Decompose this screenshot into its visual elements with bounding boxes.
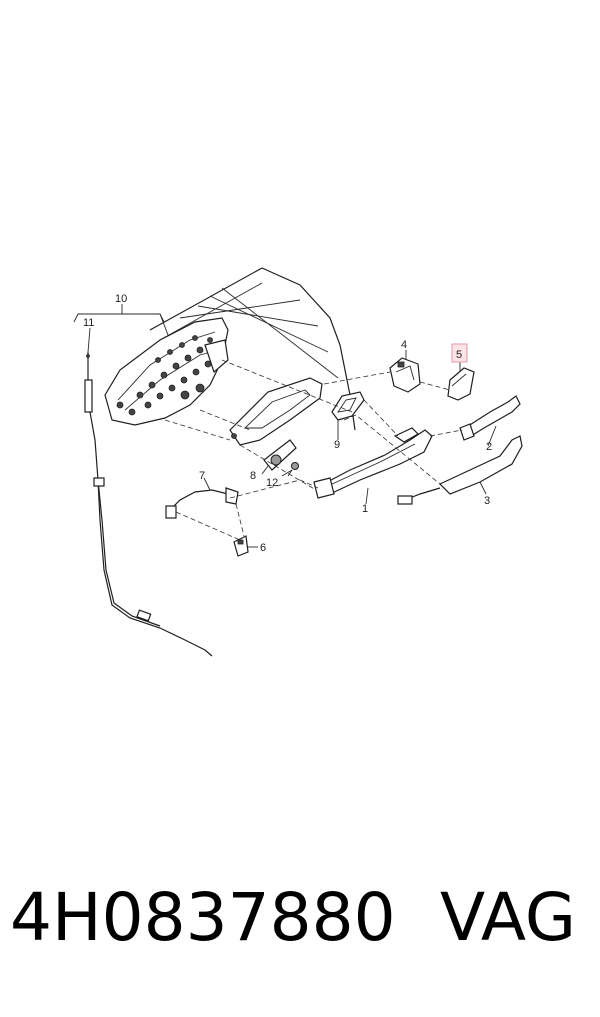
part-6-clip — [233, 535, 249, 557]
part-2-handle-trim — [459, 395, 521, 441]
part-4-lock-housing — [389, 357, 421, 393]
part-1-outer-handle — [313, 427, 433, 499]
handle-gasket — [229, 377, 323, 446]
callout-5-highlight — [451, 343, 468, 363]
callout-3: 3 — [484, 495, 490, 507]
callout-5: 5 — [456, 349, 462, 361]
callout-8: 8 — [250, 470, 256, 482]
bracket-10 — [73, 304, 169, 336]
part-5-end-cap — [447, 367, 475, 401]
callout-4: 4 — [401, 339, 407, 351]
handle-carrier-bracket — [104, 317, 229, 426]
callout-2: 2 — [486, 441, 492, 453]
bowden-cable — [84, 352, 213, 657]
part-7-wiring-harness — [165, 487, 239, 519]
callout-7: 7 — [199, 470, 205, 482]
callout-9: 9 — [334, 439, 340, 451]
callout-leaders — [87, 327, 497, 548]
part-8-cover — [263, 439, 297, 471]
part-12-screw — [287, 462, 299, 477]
caption-footer: 4H0837880 VAG — [0, 885, 600, 995]
brand-label: VAG — [440, 879, 577, 956]
exploded-parts-diagram: 10 11 4 5 9 2 7 8 12 3 1 6 — [73, 267, 523, 657]
callout-6: 6 — [260, 542, 266, 554]
part-3-sensor-handle — [397, 435, 523, 505]
assembly-dashed-lines — [164, 359, 463, 541]
callout-11: 11 — [83, 317, 94, 329]
callout-1: 1 — [362, 503, 368, 515]
callout-10: 10 — [115, 293, 127, 305]
callout-labels: 10 11 4 5 9 2 7 8 12 3 1 6 — [83, 293, 492, 554]
part-number: 4H0837880 — [10, 879, 396, 956]
callout-12: 12 — [266, 477, 278, 489]
